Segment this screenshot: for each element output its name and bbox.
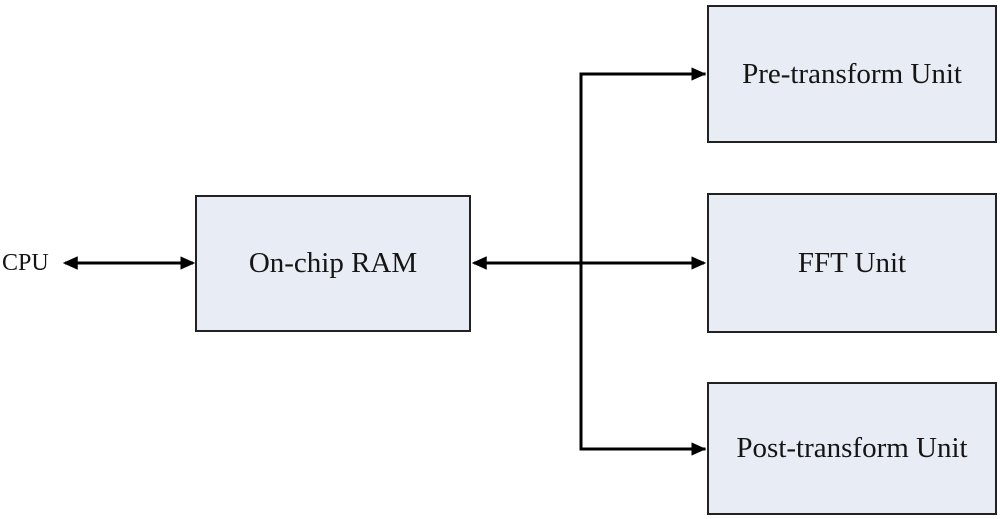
pre-transform-unit-label: Pre-transform Unit <box>742 57 962 90</box>
node-pre-transform-unit: Pre-transform Unit <box>707 5 997 143</box>
cpu-label: CPU <box>2 250 49 276</box>
post-transform-unit-label: Post-transform Unit <box>736 432 968 464</box>
node-fft-unit: FFT Unit <box>707 193 997 333</box>
fft-unit-label: FFT Unit <box>797 246 907 279</box>
node-post-transform-unit: Post-transform Unit <box>707 382 997 515</box>
node-on-chip-ram: On-chip RAM <box>195 195 471 332</box>
on-chip-ram-label: On-chip RAM <box>248 247 418 279</box>
node-cpu: CPU <box>2 248 49 278</box>
